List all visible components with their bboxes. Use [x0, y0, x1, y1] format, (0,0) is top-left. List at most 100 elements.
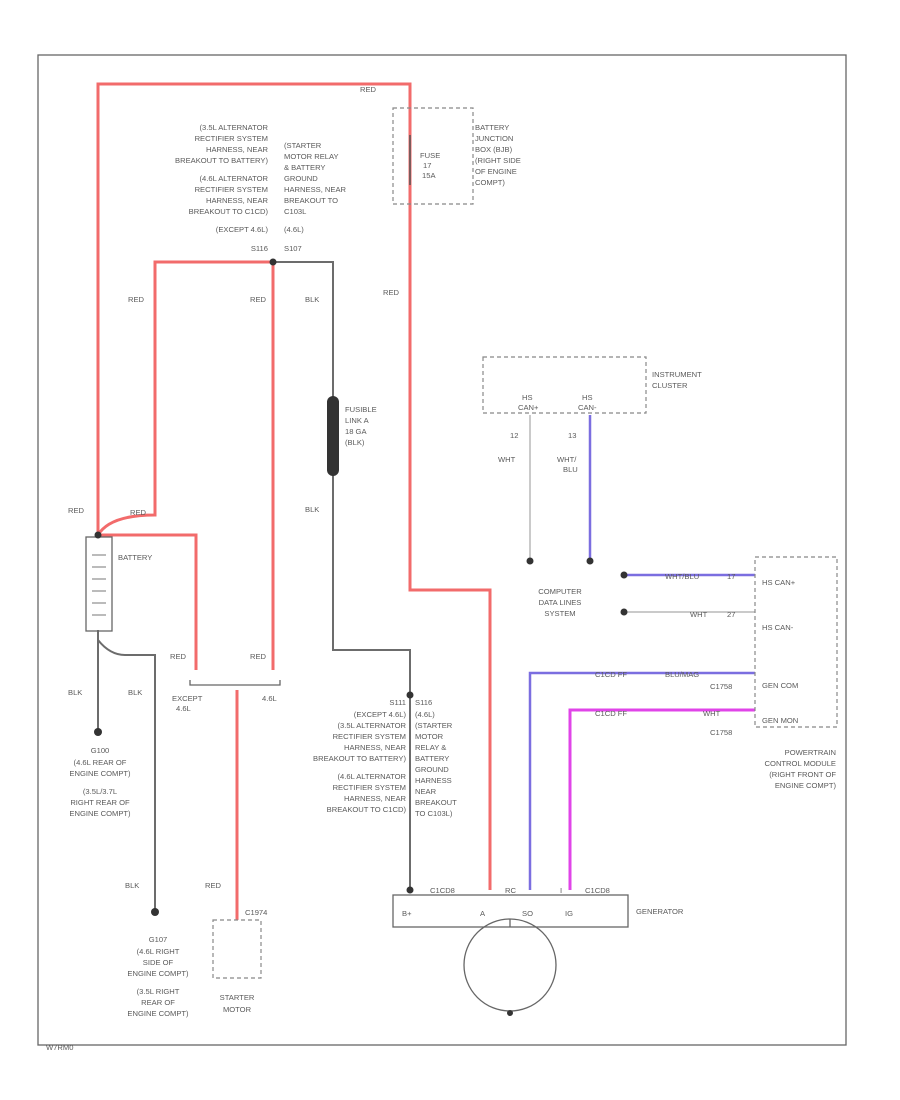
label-fuse-1: FUSE — [420, 151, 440, 160]
label-blk-link: BLK — [305, 505, 319, 514]
svg-text:HS CAN+: HS CAN+ — [762, 578, 796, 587]
svg-text:MOTOR: MOTOR — [223, 1005, 252, 1014]
label-c1758-1: C1758 — [710, 682, 732, 691]
svg-text:18 GA: 18 GA — [345, 427, 367, 436]
svg-text:& BATTERY: & BATTERY — [284, 163, 326, 172]
svg-text:INSTRUMENT: INSTRUMENT — [652, 370, 702, 379]
label-blk-top: BLK — [305, 295, 319, 304]
svg-text:(STARTER: (STARTER — [284, 141, 322, 150]
label-blu-mag: BLU/MAG — [665, 670, 699, 679]
label-pcm-num-1: 17 — [727, 572, 735, 581]
svg-text:BREAKOUT TO BATTERY): BREAKOUT TO BATTERY) — [313, 754, 406, 763]
svg-text:COMPT): COMPT) — [475, 178, 505, 187]
label-c1ch-2: C1CD FF — [595, 709, 627, 718]
svg-text:COMPUTER: COMPUTER — [538, 587, 582, 596]
splice-s116 — [269, 258, 277, 266]
svg-text:ENGINE COMPT): ENGINE COMPT) — [775, 781, 837, 790]
svg-text:OF ENGINE: OF ENGINE — [475, 167, 517, 176]
pin-can-minus — [586, 557, 594, 565]
svg-text:FUSIBLE: FUSIBLE — [345, 405, 377, 414]
splice-battery — [94, 531, 102, 539]
fusible-link-label: FUSIBLE LINK A 18 GA (BLK) — [345, 405, 377, 447]
bjb-label: BATTERY JUNCTION BOX (BJB) (RIGHT SIDE O… — [475, 123, 521, 187]
label-red-batt-2: RED — [130, 508, 147, 517]
svg-text:NEAR: NEAR — [415, 787, 437, 796]
svg-text:S107: S107 — [284, 244, 302, 253]
label-gen-conn-2: C1CD8 — [585, 886, 610, 895]
svg-text:BREAKOUT TO: BREAKOUT TO — [284, 196, 338, 205]
svg-text:S116: S116 — [415, 698, 432, 707]
splice-s111 — [406, 691, 414, 699]
svg-text:(4.6L RIGHT: (4.6L RIGHT — [137, 947, 180, 956]
label-fuse-3: 15A — [422, 171, 436, 180]
svg-text:(3.5L ALTERNATOR: (3.5L ALTERNATOR — [199, 123, 268, 132]
label-blk-2: BLK — [128, 688, 142, 697]
label-c1974: C1974 — [245, 908, 267, 917]
red-wire-except — [98, 533, 198, 670]
svg-text:TO C103L): TO C103L) — [415, 809, 453, 818]
instrument-cluster-box — [482, 356, 647, 414]
svg-text:(RIGHT SIDE: (RIGHT SIDE — [475, 156, 521, 165]
svg-text:(3.5L/3.7L: (3.5L/3.7L — [83, 787, 117, 796]
footer-code: W7RM0 — [46, 1043, 73, 1052]
svg-text:HARNESS, NEAR: HARNESS, NEAR — [206, 145, 269, 154]
svg-text:STARTER: STARTER — [220, 993, 255, 1002]
svg-text:MOTOR: MOTOR — [415, 732, 444, 741]
starter-relay-label: (STARTER MOTOR RELAY & BATTERY GROUND HA… — [284, 141, 347, 253]
svg-text:BREAKOUT: BREAKOUT — [415, 798, 457, 807]
svg-text:REAR OF: REAR OF — [141, 998, 175, 1007]
svg-text:SIDE OF: SIDE OF — [143, 958, 174, 967]
svg-text:POWERTRAIN: POWERTRAIN — [785, 748, 836, 757]
svg-text:DATA LINES: DATA LINES — [539, 598, 582, 607]
svg-text:(3.5L RIGHT: (3.5L RIGHT — [137, 987, 180, 996]
computer-data-label: COMPUTER DATA LINES SYSTEM — [538, 587, 582, 618]
starter-label: STARTER MOTOR — [220, 993, 255, 1014]
svg-text:B+: B+ — [402, 909, 412, 918]
svg-text:CONTROL MODULE: CONTROL MODULE — [765, 759, 836, 768]
red-wire-left-loop — [96, 260, 273, 536]
instrument-cluster-label: INSTRUMENT CLUSTER — [652, 370, 702, 390]
svg-text:G100: G100 — [91, 746, 110, 755]
svg-text:IG: IG — [565, 909, 573, 918]
svg-text:RC: RC — [505, 886, 516, 895]
svg-text:(EXCEPT 4.6L): (EXCEPT 4.6L) — [216, 225, 269, 234]
svg-text:BREAKOUT TO C1CD): BREAKOUT TO C1CD) — [189, 207, 269, 216]
label-generator: GENERATOR — [636, 907, 684, 916]
svg-text:BATTERY: BATTERY — [475, 123, 509, 132]
fusible-link-icon — [327, 396, 339, 476]
svg-text:C103L: C103L — [284, 207, 306, 216]
label-hs-right-1: HS — [582, 393, 593, 402]
svg-text:HS CAN-: HS CAN- — [762, 623, 794, 632]
svg-text:ENGINE COMPT): ENGINE COMPT) — [69, 809, 131, 818]
svg-text:ENGINE COMPT): ENGINE COMPT) — [69, 769, 131, 778]
svg-text:HARNESS, NEAR: HARNESS, NEAR — [206, 196, 269, 205]
label-red-left: RED — [128, 295, 145, 304]
svg-text:G107: G107 — [149, 935, 168, 944]
label-c1ch-1: C1CD FF — [595, 670, 627, 679]
pin-pcm-can-plus — [620, 571, 628, 579]
label-gen-conn-1: C1CD8 — [430, 886, 455, 895]
label-red-starter: RED — [205, 881, 222, 890]
label-wire-13: 13 — [568, 431, 576, 440]
svg-text:SO: SO — [522, 909, 533, 918]
svg-text:HARNESS: HARNESS — [415, 776, 452, 785]
label-red-except: RED — [170, 652, 187, 661]
label-red-fuse: RED — [383, 288, 400, 297]
svg-text:BREAKOUT TO BATTERY): BREAKOUT TO BATTERY) — [175, 156, 268, 165]
svg-text:(RIGHT FRONT OF: (RIGHT FRONT OF — [769, 770, 836, 779]
pin-gen-b — [406, 886, 414, 894]
label-blk-3: BLK — [125, 881, 139, 890]
svg-text:(4.6L): (4.6L) — [284, 225, 304, 234]
mag-wire-gen-mon — [568, 708, 755, 890]
label-blk-1: BLK — [68, 688, 82, 697]
ground-g107-icon — [151, 908, 159, 916]
svg-text:A: A — [480, 909, 486, 918]
label-only-48: 4.6L — [262, 694, 277, 703]
pcm-label: POWERTRAIN CONTROL MODULE (RIGHT FRONT O… — [765, 748, 837, 790]
blu-wire-gen-com — [528, 671, 755, 890]
svg-text:S116: S116 — [251, 244, 268, 253]
blk-wire-g107 — [97, 639, 156, 910]
label-gen-mon-right: WHT — [703, 709, 721, 718]
svg-text:ENGINE COMPT): ENGINE COMPT) — [127, 1009, 189, 1018]
